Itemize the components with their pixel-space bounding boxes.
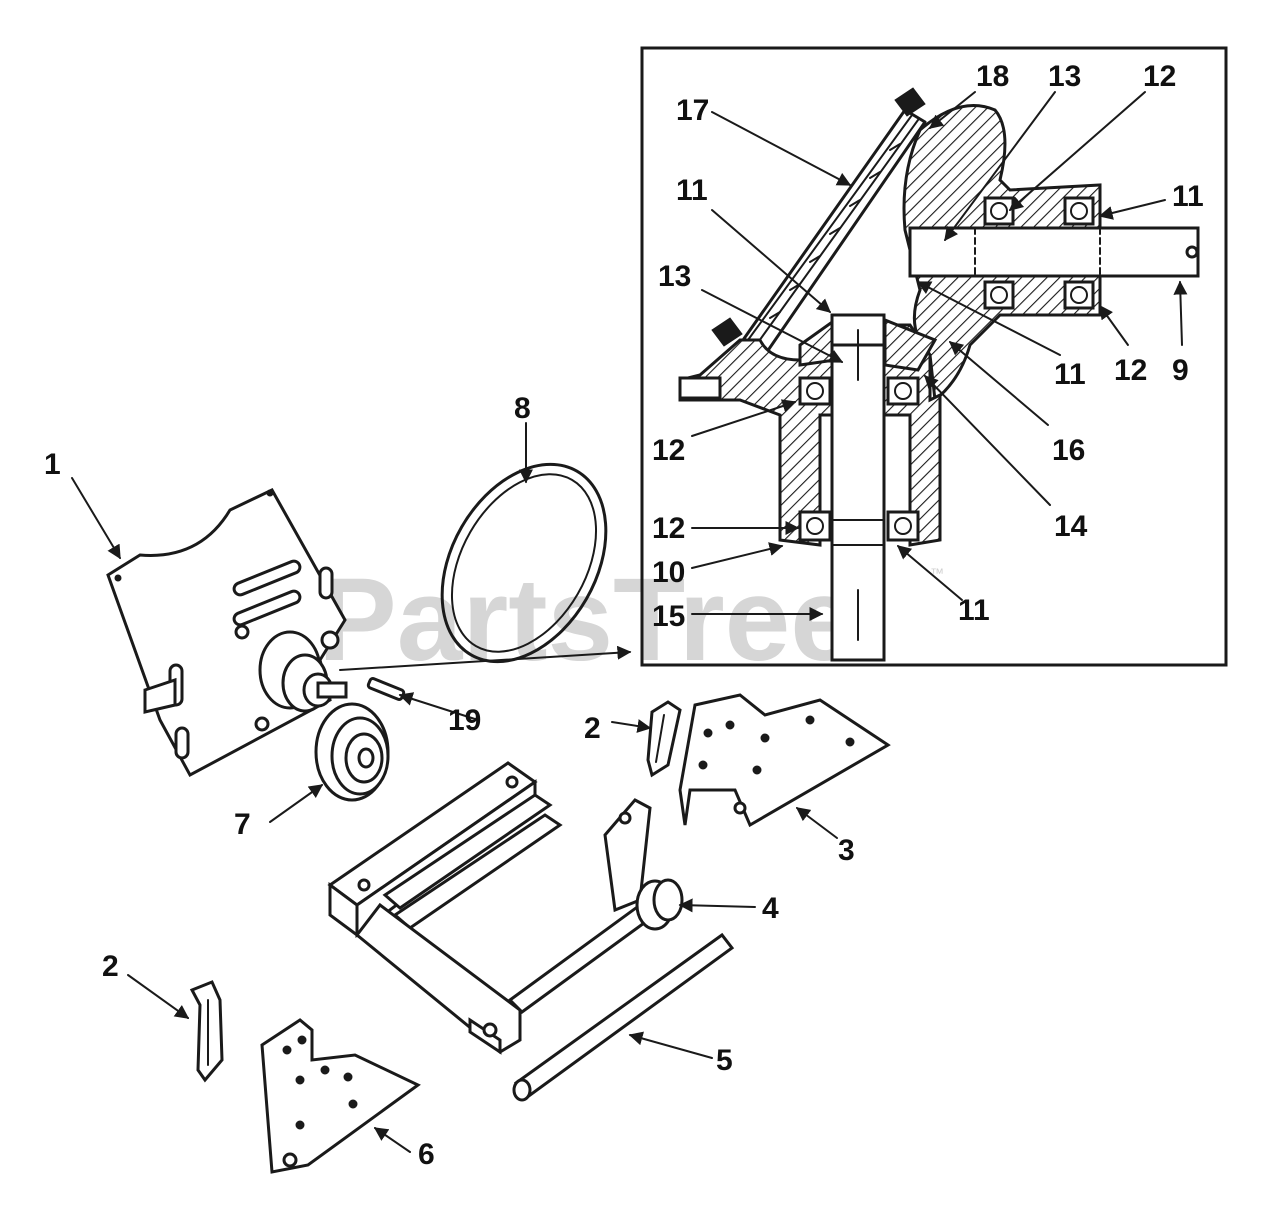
bearings — [798, 196, 1095, 542]
callout-12-b: 12 — [1114, 354, 1147, 387]
callout-15: 15 — [652, 600, 685, 633]
callout-12-a: 12 — [1143, 60, 1176, 93]
callout-17: 17 — [676, 94, 709, 127]
clip-2-lower — [189, 980, 224, 1083]
callout-11-a: 11 — [676, 174, 708, 207]
v-belt-8 — [440, 462, 608, 664]
callout-11-c: 11 — [1054, 358, 1086, 391]
callout-6: 6 — [418, 1138, 435, 1171]
gearbox-cross-section-inset — [640, 46, 1228, 667]
gearbox-mount-plate-1 — [106, 488, 348, 778]
leader-lines — [71, 91, 1188, 1153]
drive-chain-17 — [711, 87, 927, 364]
callout-5: 5 — [716, 1044, 733, 1077]
frame-4 — [327, 761, 684, 1055]
callout-12-d: 12 — [652, 512, 685, 545]
callout-11-d: 11 — [958, 594, 990, 627]
callout-8: 8 — [514, 392, 531, 425]
inset-frame — [640, 46, 1228, 667]
pulley-7 — [314, 702, 390, 802]
callout-18: 18 — [976, 60, 1009, 93]
callout-2-lower: 2 — [102, 950, 119, 983]
callout-14: 14 — [1054, 510, 1088, 543]
horizontal-shaft-9 — [908, 226, 1200, 278]
callout-11-b: 11 — [1172, 180, 1204, 213]
callout-labels: 1 2 2 3 4 5 6 7 8 9 10 11 11 11 11 12 12… — [44, 60, 1204, 1171]
callout-13-a: 13 — [1048, 60, 1081, 93]
callout-9: 9 — [1172, 354, 1189, 387]
vertical-shaft-15 — [830, 313, 886, 662]
bracket-3 — [678, 693, 891, 828]
rod-5 — [512, 932, 735, 1102]
callout-3: 3 — [838, 834, 855, 867]
callout-10: 10 — [652, 556, 685, 589]
callout-4: 4 — [762, 892, 779, 925]
callout-16: 16 — [1052, 434, 1085, 467]
callout-13-b: 13 — [658, 260, 691, 293]
clip-2-upper — [646, 700, 682, 778]
callout-19: 19 — [448, 704, 481, 737]
callout-1: 1 — [44, 448, 61, 481]
callout-12-c: 12 — [652, 434, 685, 467]
callout-7: 7 — [234, 808, 251, 841]
callout-2-upper: 2 — [584, 712, 601, 745]
bracket-6 — [260, 1018, 421, 1174]
